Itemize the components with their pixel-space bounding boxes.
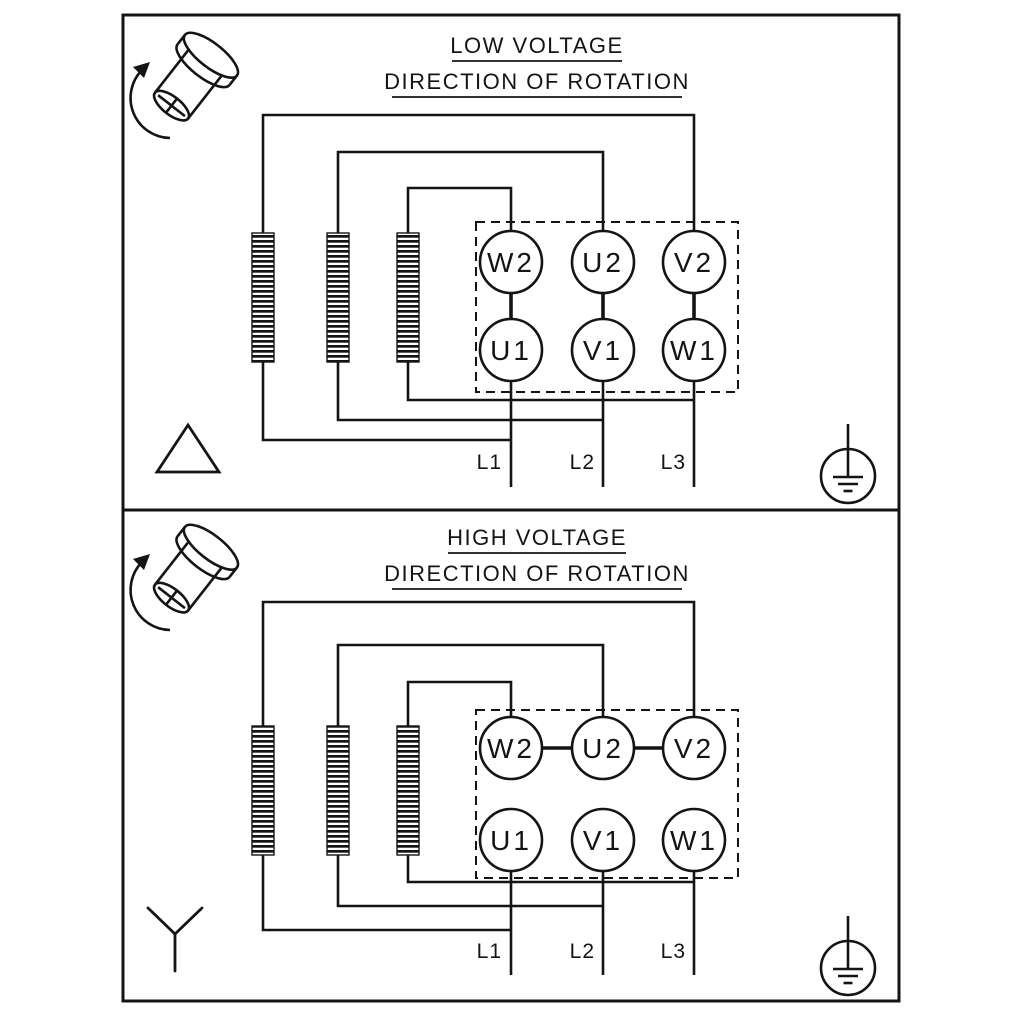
wire (406, 186, 513, 234)
stator-winding-coil (396, 232, 420, 363)
terminal-v2: V2 (661, 715, 727, 781)
terminal-v2: V2 (661, 229, 727, 295)
panel-high-voltage: HIGH VOLTAGE DIRECTION OF ROTATION W2 (129, 516, 877, 997)
terminal-w2: W2 (478, 229, 544, 295)
terminal-w2: W2 (478, 715, 544, 781)
stator-winding-coil (251, 725, 275, 856)
wire (336, 643, 605, 727)
lead-label-l2: L2 (570, 940, 595, 963)
wire (406, 680, 513, 727)
terminal-label: U1 (490, 825, 532, 856)
terminal-box (475, 709, 739, 879)
terminal-label: V2 (674, 733, 714, 764)
motor-rotation-icon (129, 24, 246, 140)
terminal-label: V1 (583, 335, 623, 366)
panel-subtitle: DIRECTION OF ROTATION (384, 561, 690, 586)
panel-title: HIGH VOLTAGE (447, 525, 627, 550)
terminal-box (475, 221, 739, 393)
wire (406, 855, 694, 884)
terminal-label: W2 (487, 247, 535, 278)
terminal-label: V1 (583, 825, 623, 856)
wire (261, 855, 511, 932)
stator-winding-coil (326, 232, 350, 363)
panel-low-voltage: LOW VOLTAGE DIRECTION OF ROTATION W2 (129, 24, 877, 505)
wire (406, 362, 694, 402)
terminal-label: U2 (582, 733, 624, 764)
delta-symbol-icon (154, 422, 222, 474)
lead-label-l1: L1 (477, 451, 502, 474)
earth-ground-icon (819, 914, 877, 997)
wire (336, 855, 603, 908)
terminal-v1: V1 (570, 807, 636, 873)
wire (336, 362, 603, 422)
terminal-u1: U1 (478, 317, 544, 383)
stator-winding-coil (396, 725, 420, 856)
earth-ground-icon (819, 422, 877, 505)
wire (261, 113, 696, 234)
terminal-label: W1 (670, 825, 718, 856)
wire (336, 150, 605, 234)
outer-frame (121, 13, 901, 1003)
terminal-u2: U2 (570, 229, 636, 295)
terminal-label: U1 (490, 335, 532, 366)
stator-winding-coil (251, 232, 275, 363)
terminal-label: W2 (487, 733, 535, 764)
motor-rotation-icon (129, 516, 246, 632)
panel-title: LOW VOLTAGE (450, 33, 623, 58)
star-symbol-icon (146, 906, 204, 973)
terminal-w1: W1 (661, 317, 727, 383)
terminal-u1: U1 (478, 807, 544, 873)
lead-label-l3: L3 (661, 940, 686, 963)
stator-winding-coil (326, 725, 350, 856)
terminal-v1: V1 (570, 317, 636, 383)
lead-label-l3: L3 (661, 451, 686, 474)
lead-label-l2: L2 (570, 451, 595, 474)
terminal-w1: W1 (661, 807, 727, 873)
wire (261, 600, 696, 727)
lead-label-l1: L1 (477, 940, 502, 963)
terminal-label: V2 (674, 247, 714, 278)
panel-subtitle: DIRECTION OF ROTATION (384, 69, 690, 94)
terminal-label: W1 (670, 335, 718, 366)
terminal-u2: U2 (570, 715, 636, 781)
terminal-label: U2 (582, 247, 624, 278)
wire (261, 362, 511, 442)
